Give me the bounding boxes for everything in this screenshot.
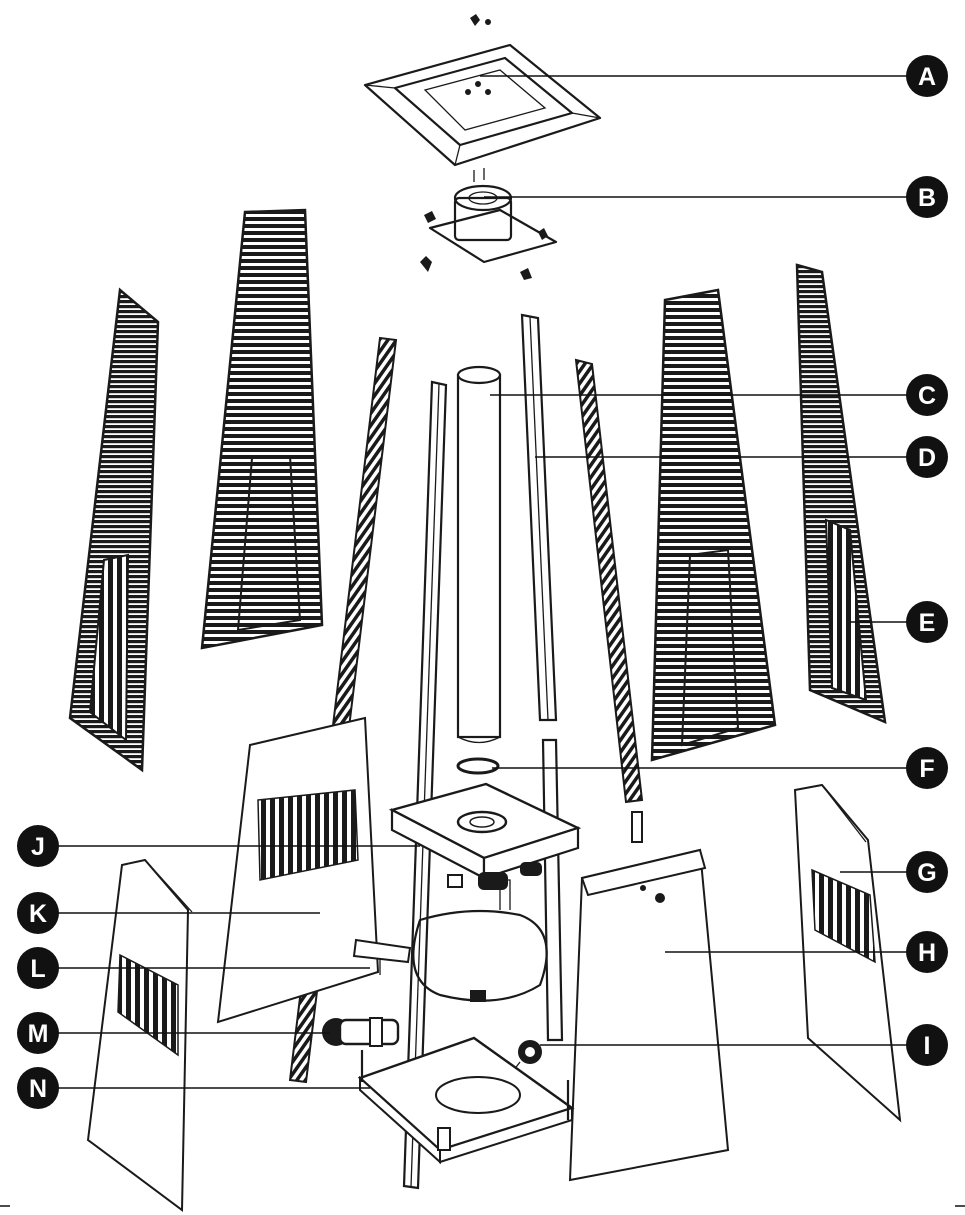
side-panel-left-rear	[216, 716, 380, 1024]
burner-head	[420, 168, 558, 280]
top-reflector	[363, 14, 602, 167]
callout-j: J	[17, 825, 59, 867]
callout-n: N	[17, 1067, 59, 1109]
screen-panel-far-right	[795, 263, 887, 725]
svg-text:D: D	[918, 444, 936, 472]
callout-g: G	[906, 851, 948, 893]
svg-text:E: E	[919, 609, 936, 637]
callout-k: K	[17, 892, 59, 934]
svg-text:B: B	[918, 184, 936, 212]
frame-rail-center-right	[520, 313, 564, 1042]
glass-tube	[456, 365, 502, 744]
tube-gasket-ring	[456, 757, 500, 775]
callout-c: C	[906, 374, 948, 416]
svg-text:J: J	[31, 833, 45, 861]
screen-panel-far-left	[68, 287, 160, 773]
side-panel-right-front	[568, 848, 730, 1182]
svg-text:N: N	[29, 1075, 47, 1103]
tank-support-ring	[412, 879, 548, 1002]
frame-rail-right-diagonal	[574, 358, 644, 843]
callout-b: B	[906, 176, 948, 218]
callout-d: D	[906, 436, 948, 478]
base-tray	[357, 1036, 575, 1165]
gas-regulator	[322, 1017, 400, 1047]
svg-text:M: M	[28, 1020, 49, 1048]
callout-m: M	[17, 1012, 59, 1054]
svg-text:L: L	[30, 955, 45, 983]
leader-lines	[55, 75, 910, 1089]
svg-text:C: C	[918, 382, 936, 410]
callout-a: A	[906, 55, 948, 97]
svg-text:K: K	[29, 900, 47, 928]
svg-text:H: H	[918, 939, 936, 967]
svg-text:F: F	[919, 755, 934, 783]
callout-l: L	[17, 947, 59, 989]
svg-text:A: A	[918, 63, 936, 91]
side-panel-left-front	[86, 858, 193, 1212]
frame-rail-center-left	[402, 380, 448, 1190]
svg-text:I: I	[924, 1032, 931, 1060]
svg-text:G: G	[917, 859, 936, 887]
callout-h: H	[906, 931, 948, 973]
regulator-bracket	[352, 938, 412, 975]
callout-e: E	[906, 601, 948, 643]
callout-i: I	[906, 1024, 948, 1066]
burner-housing-tray	[388, 782, 582, 890]
screen-panel-right	[650, 288, 777, 762]
screen-panel-left	[200, 208, 324, 650]
callout-f: F	[906, 747, 948, 789]
igniter-knob	[509, 1040, 542, 1076]
